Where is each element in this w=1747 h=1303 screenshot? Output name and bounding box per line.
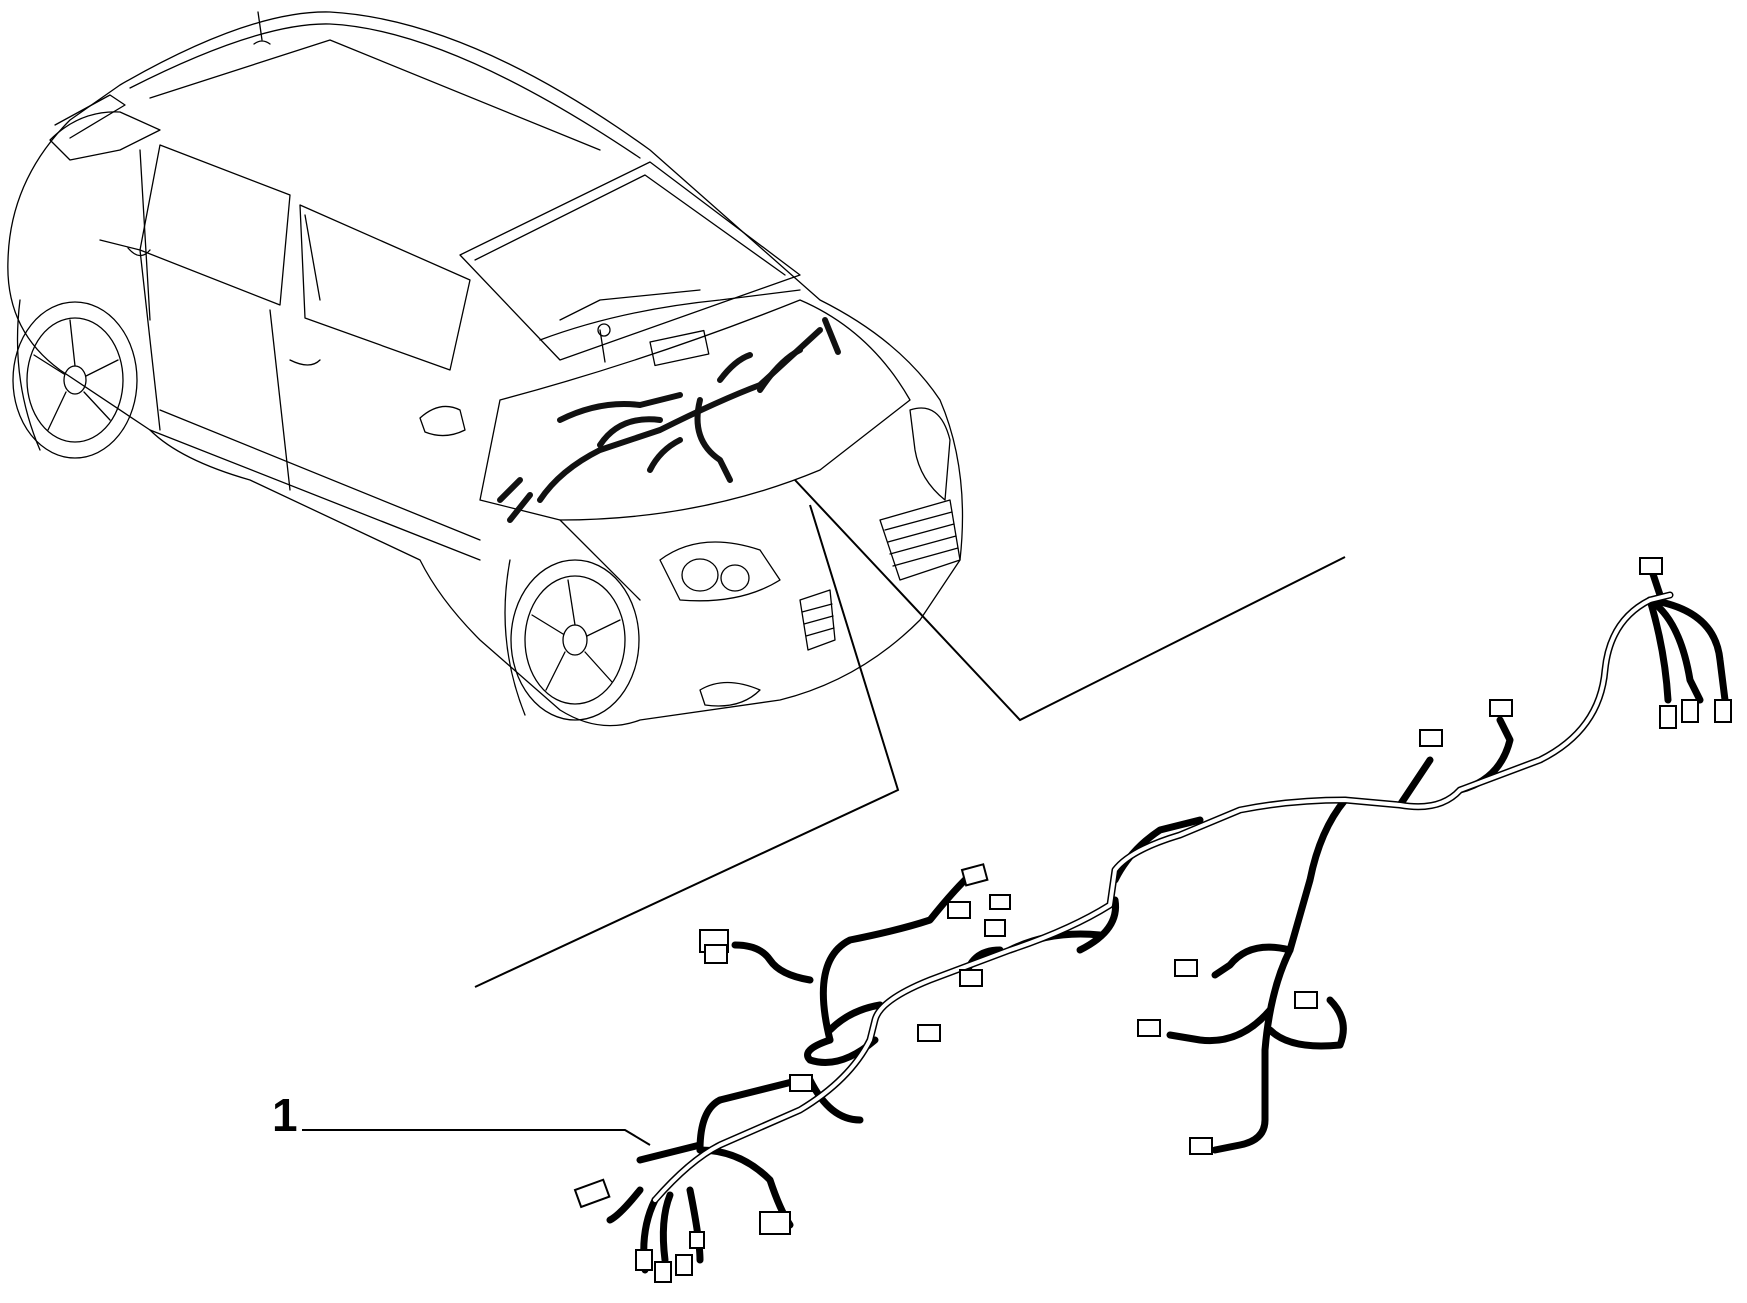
harness-on-car [497,317,841,523]
leader-lines [474,479,1346,988]
harness-connectors [573,557,1732,1283]
callout-number-1: 1 [272,1089,298,1141]
wiring-harness [606,561,1729,1274]
callout-1-leader [302,1129,651,1146]
car-illustration [7,11,964,727]
